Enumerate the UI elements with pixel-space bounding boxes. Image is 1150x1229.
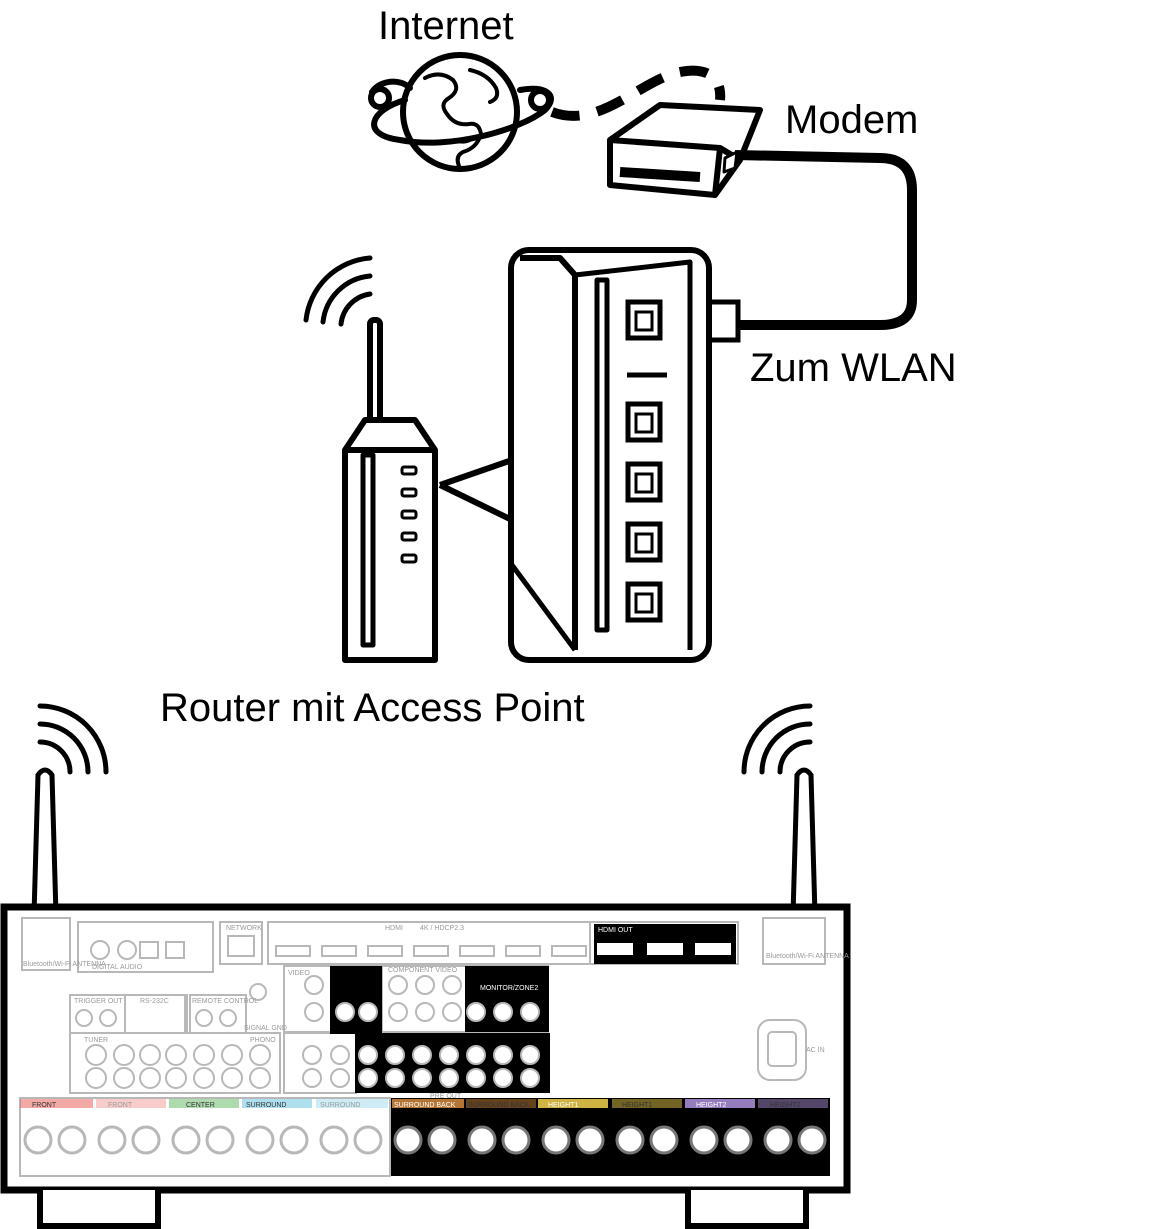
wan-port-icon bbox=[625, 299, 663, 341]
speaker-group-label: HEIGHT1 bbox=[548, 1102, 578, 1109]
remote-control-label: REMOTE CONTROL bbox=[192, 998, 258, 1005]
phono-label: PHONO bbox=[250, 1037, 276, 1044]
speaker-group-label: SURROUND bbox=[320, 1102, 360, 1109]
router-ethernet-ports bbox=[625, 299, 663, 623]
internet-globe-icon bbox=[368, 52, 554, 172]
digital-audio-label: DIGITAL AUDIO bbox=[92, 964, 143, 971]
internet-label: Internet bbox=[378, 4, 514, 48]
router-back-panel bbox=[508, 247, 712, 663]
rca-jacks bbox=[75, 975, 540, 1089]
antenna-right-label: Bluetooth/Wi-Fi ANTENNA bbox=[766, 953, 849, 960]
hdmi-out-label: HDMI OUT bbox=[598, 927, 633, 934]
video-label: VIDEO bbox=[288, 970, 310, 977]
speaker-terminal-strip bbox=[19, 1097, 828, 1177]
hdmi-label: HDMI bbox=[385, 925, 403, 932]
signal-gnd-label: SIGNAL GND bbox=[244, 1025, 287, 1032]
lan-port-icon bbox=[625, 401, 663, 443]
router-label: Router mit Access Point bbox=[160, 686, 585, 730]
lan-port-icon bbox=[625, 461, 663, 503]
trigger-out-label: TRIGGER OUT bbox=[74, 998, 123, 1005]
speaker-group-label: SURROUND BACK bbox=[394, 1102, 456, 1109]
speaker-group-label: SURROUND BACK bbox=[468, 1102, 530, 1109]
ac-in-label: AC IN bbox=[806, 1047, 825, 1054]
speaker-group-label: HEIGHT2 bbox=[770, 1102, 800, 1109]
speaker-group-label: FRONT bbox=[32, 1102, 57, 1109]
router-icon bbox=[342, 317, 438, 663]
modem-label: Modem bbox=[785, 98, 919, 142]
receiver-right-wifi-waves-icon bbox=[741, 703, 813, 775]
lan-port-icon bbox=[625, 521, 663, 563]
pre-out-label: PRE OUT bbox=[430, 1093, 462, 1100]
antenna-left-label: Bluetooth/Wi-Fi ANTENNA bbox=[23, 961, 106, 968]
receiver-panel-labels: Bluetooth/Wi-Fi ANTENNA Bluetooth/Wi-Fi … bbox=[23, 925, 849, 1186]
speaker-group-label: HEIGHT1 bbox=[622, 1102, 652, 1109]
speaker-group-label: HEIGHT2 bbox=[696, 1102, 726, 1109]
receiver-rear-panel bbox=[21, 917, 826, 1094]
router-wifi-waves-icon bbox=[303, 255, 373, 327]
speaker-group-label: CENTER bbox=[186, 1102, 215, 1109]
component-video-label: COMPONENT VIDEO bbox=[388, 967, 458, 974]
rs232c-label: RS-232C bbox=[140, 998, 169, 1005]
hdmi-spec-label: 4K / HDCP2.3 bbox=[420, 925, 464, 932]
network-label: NETWORK bbox=[226, 925, 262, 932]
lan-port-icon bbox=[625, 581, 663, 623]
router-zoom-callout bbox=[438, 457, 514, 523]
monitor-zone2-label: MONITOR/ZONE2 bbox=[480, 985, 538, 992]
speaker-group-label: SURROUND bbox=[246, 1102, 286, 1109]
receiver-left-wifi-waves-icon bbox=[37, 703, 109, 775]
speakers-label: SPEAKERS bbox=[370, 1179, 408, 1186]
hdmi-ports bbox=[275, 943, 731, 957]
modem-icon bbox=[607, 102, 763, 198]
wlan-label: Zum WLAN bbox=[750, 346, 957, 390]
modem-router-cable bbox=[734, 150, 917, 330]
tuner-label: TUNER bbox=[84, 1037, 108, 1044]
speaker-group-label: FRONT bbox=[108, 1102, 133, 1109]
